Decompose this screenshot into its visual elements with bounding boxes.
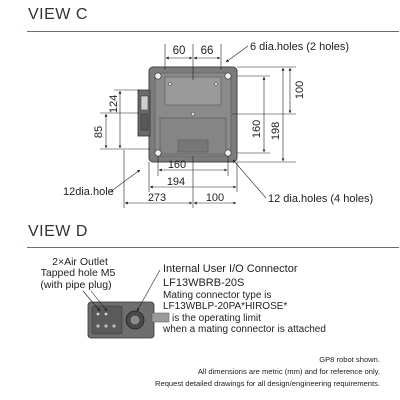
footer-line1: GP8 robot shown. — [319, 355, 380, 364]
dim-top — [164, 44, 222, 80]
air-outlet-line1: 2×Air Outlet — [52, 256, 108, 268]
operating-limit-swatch — [151, 312, 170, 323]
mount-hole-tr — [224, 72, 232, 80]
dim-66: 66 — [201, 45, 214, 57]
dim-right — [232, 66, 296, 163]
dim-124: 124 — [108, 95, 120, 113]
dim-left — [100, 89, 150, 150]
view-d-rule — [27, 247, 399, 248]
dim-160-vertical: 160 — [251, 120, 263, 138]
label-12dia-holes: 12 dia.holes (4 holes) — [268, 193, 373, 205]
dim-85: 85 — [93, 126, 105, 138]
footer-line2: All dimensions are metric (mm) and for r… — [197, 367, 380, 376]
label-12dia-hole: 12dia.hole — [63, 186, 114, 198]
connector-line2: LF13WBRB-20S — [163, 277, 244, 289]
air-outlet-line3: (with pipe plug) — [40, 279, 111, 291]
air-outlet-1 — [95, 311, 101, 317]
dim-198: 198 — [270, 122, 282, 140]
dim-194: 194 — [167, 176, 185, 188]
connector-line6: when a mating connector is attached — [162, 324, 326, 335]
robot-base-top-view — [137, 66, 238, 163]
air-outlet-2 — [103, 311, 109, 317]
connector-line1: Internal User I/O Connector — [163, 263, 298, 275]
view-d-title: VIEW D — [28, 223, 88, 240]
connector-line5: is the operating limit — [172, 313, 261, 324]
air-outlet-line2: Tapped hole M5 — [41, 267, 116, 279]
view-c-title: VIEW C — [28, 6, 88, 23]
connector-panel — [87, 301, 155, 339]
dim-273: 273 — [148, 192, 166, 204]
label-6dia-holes: 6 dia.holes (2 holes) — [250, 41, 349, 53]
mount-hole-bl — [154, 149, 162, 157]
footer-line3: Request detailed drawings for all design… — [155, 379, 380, 388]
dim-bottom — [123, 150, 238, 208]
dim-160-horizontal: 160 — [168, 159, 186, 171]
view-c-rule — [27, 31, 399, 32]
dim-100-bottom: 100 — [206, 192, 224, 204]
mount-hole-tl — [154, 72, 162, 80]
mount-hole-br — [224, 149, 232, 157]
dim-100-right: 100 — [294, 81, 306, 99]
dim-60: 60 — [173, 45, 186, 57]
connector-line4: LF13WBLP-20PA*HIROSE* — [163, 301, 287, 312]
connector-line3: Mating connector type is — [163, 290, 271, 301]
